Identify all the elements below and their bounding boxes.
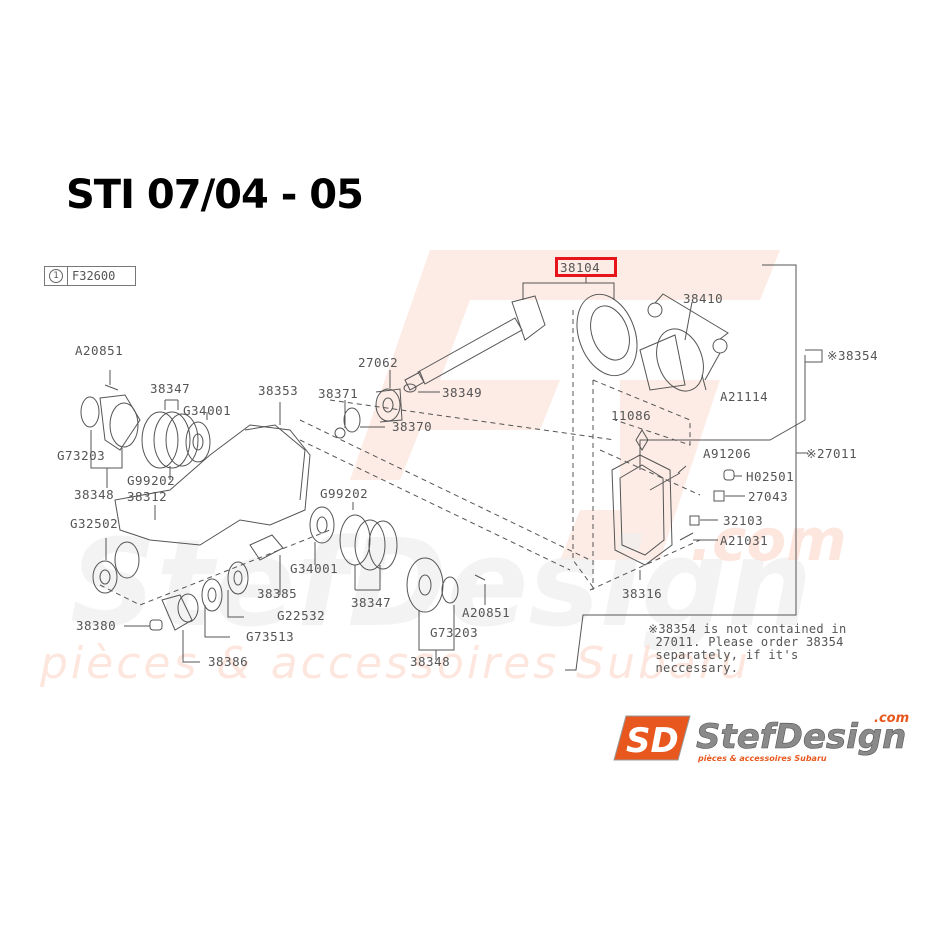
part-label-38380[interactable]: 38380	[76, 618, 117, 633]
pinion-shaft	[404, 295, 546, 391]
part-label-27062[interactable]: 27062	[358, 355, 399, 370]
part-label-38347-top[interactable]: 38347	[150, 381, 191, 396]
reference-marker: 1	[45, 267, 68, 285]
part-label-38104[interactable]: 38104	[560, 260, 601, 275]
part-label-g73203-left[interactable]: G73203	[57, 448, 106, 463]
part-label-g22532[interactable]: G22532	[277, 608, 326, 623]
side-flange-left	[92, 538, 140, 594]
part-label-g34001-top[interactable]: G34001	[183, 403, 232, 418]
part-label-38410[interactable]: 38410	[683, 291, 724, 306]
part-label-38312[interactable]: 38312	[127, 489, 168, 504]
side-cover-right	[406, 557, 486, 660]
part-label-38354[interactable]: ※38354	[827, 348, 879, 363]
part-label-38349[interactable]: 38349	[442, 385, 483, 400]
logo-name: StefDesign	[696, 717, 906, 757]
part-label-a20851-top[interactable]: A20851	[75, 343, 124, 358]
part-label-38353[interactable]: 38353	[258, 383, 299, 398]
left-side-cover	[80, 370, 141, 488]
reference-box: 1 F32600	[44, 266, 136, 286]
part-label-a21114[interactable]: A21114	[720, 389, 769, 404]
page-title: STI 07/04 - 05	[66, 172, 364, 218]
differential-case	[639, 293, 729, 392]
reference-code: F32600	[72, 269, 116, 283]
logo-tagline: pièces & accessoires Subaru	[697, 753, 827, 763]
part-label-38386[interactable]: 38386	[208, 654, 249, 669]
part-label-38348-right[interactable]: 38348	[410, 654, 451, 669]
part-label-g73513[interactable]: G73513	[246, 629, 295, 644]
part-label-g99202-right[interactable]: G99202	[320, 486, 369, 501]
shim-set	[141, 399, 199, 480]
part-label-g34001-bottom[interactable]: G34001	[290, 561, 339, 576]
stefdesign-logo[interactable]: SD StefDesign .com pièces & accessoires …	[612, 708, 922, 768]
part-label-32103[interactable]: 32103	[723, 513, 764, 528]
part-label-11086[interactable]: 11086	[611, 408, 652, 423]
highlighted-part-box	[555, 257, 617, 277]
part-label-g73203-right[interactable]: G73203	[430, 625, 479, 640]
bearing-right	[309, 506, 335, 565]
part-label-38371[interactable]: 38371	[318, 386, 359, 401]
watermark-text: StefDesign	[70, 515, 812, 654]
part-label-a20851-bottom[interactable]: A20851	[462, 605, 511, 620]
part-label-g99202-left[interactable]: G99202	[127, 473, 176, 488]
svg-text:SD: SD	[626, 721, 679, 761]
differential-carrier	[114, 402, 311, 546]
pilot-bearing-group	[334, 370, 440, 439]
part-label-38347-bottom[interactable]: 38347	[351, 595, 392, 610]
plugs	[639, 465, 745, 580]
part-label-27043[interactable]: 27043	[748, 489, 789, 504]
part-label-g32502[interactable]: G32502	[70, 516, 119, 531]
logo-dotcom: .com	[874, 711, 909, 726]
part-label-27011[interactable]: ※27011	[806, 446, 858, 461]
rear-cover	[611, 429, 673, 566]
part-label-h02501[interactable]: H02501	[746, 469, 795, 484]
companion-flange	[124, 534, 284, 663]
part-label-38385[interactable]: 38385	[257, 586, 298, 601]
part-label-38316[interactable]: 38316	[622, 586, 663, 601]
part-label-a91206[interactable]: A91206	[703, 446, 752, 461]
part-label-38370[interactable]: 38370	[392, 419, 433, 434]
part-label-38348-left[interactable]: 38348	[74, 487, 115, 502]
svg-text:pièces & accessoires Subaru: pièces & accessoires Subaru	[39, 638, 751, 689]
bearing-left	[185, 412, 211, 463]
sd-mark-icon: SD	[613, 715, 691, 761]
part-label-a21031[interactable]: A21031	[720, 533, 769, 548]
footnote: ※38354 is not contained in 27011. Please…	[648, 622, 847, 675]
shim-set-right	[339, 502, 398, 591]
ring-gear	[576, 293, 638, 377]
